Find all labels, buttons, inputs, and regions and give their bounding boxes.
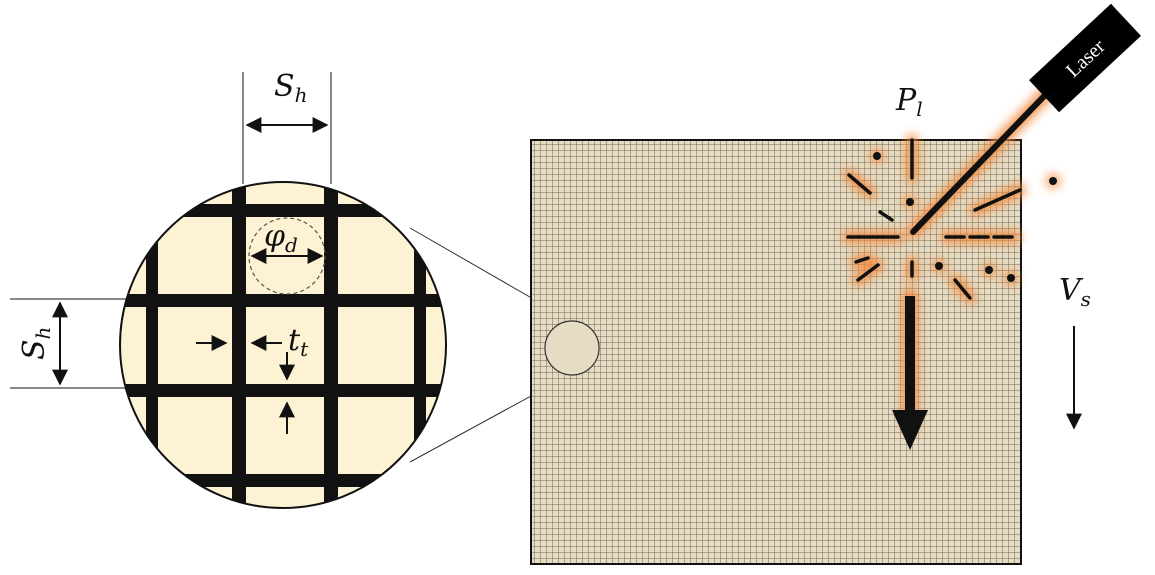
spacing-label-left: Sh bbox=[17, 327, 55, 360]
laser-beam bbox=[910, 87, 1053, 235]
diameter-label: φd bbox=[264, 219, 298, 257]
spacing-dimension-top bbox=[242, 72, 332, 184]
magnified-region-marker bbox=[544, 320, 600, 376]
thickness-label: tt bbox=[288, 323, 309, 361]
pore-diameter-circle bbox=[248, 217, 326, 295]
spacing-label-top: Sh bbox=[274, 69, 307, 107]
magnified-lattice bbox=[119, 181, 447, 509]
velocity-label: Vs bbox=[1059, 273, 1091, 311]
spark-burst-icon bbox=[846, 138, 1057, 300]
spacing-dimension-left bbox=[10, 298, 140, 389]
scan-direction-arrow bbox=[892, 296, 928, 450]
laser-device-icon: Laser bbox=[1029, 3, 1141, 113]
power-label: Pl bbox=[895, 83, 923, 121]
